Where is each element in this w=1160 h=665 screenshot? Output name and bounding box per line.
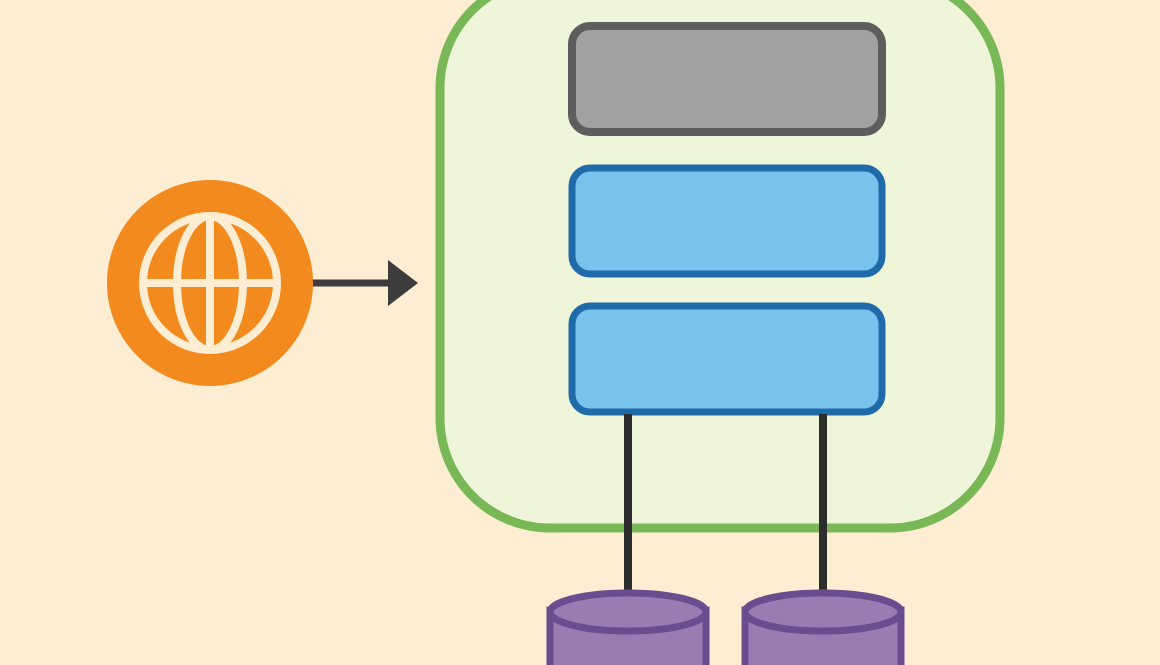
service-block-upper (568, 164, 886, 278)
flow-arrow-head (388, 260, 418, 306)
header-block (568, 22, 886, 136)
globe-icon (107, 180, 313, 386)
database-icon (741, 589, 905, 665)
database-icon (546, 589, 710, 665)
service-block-lower (568, 302, 886, 416)
